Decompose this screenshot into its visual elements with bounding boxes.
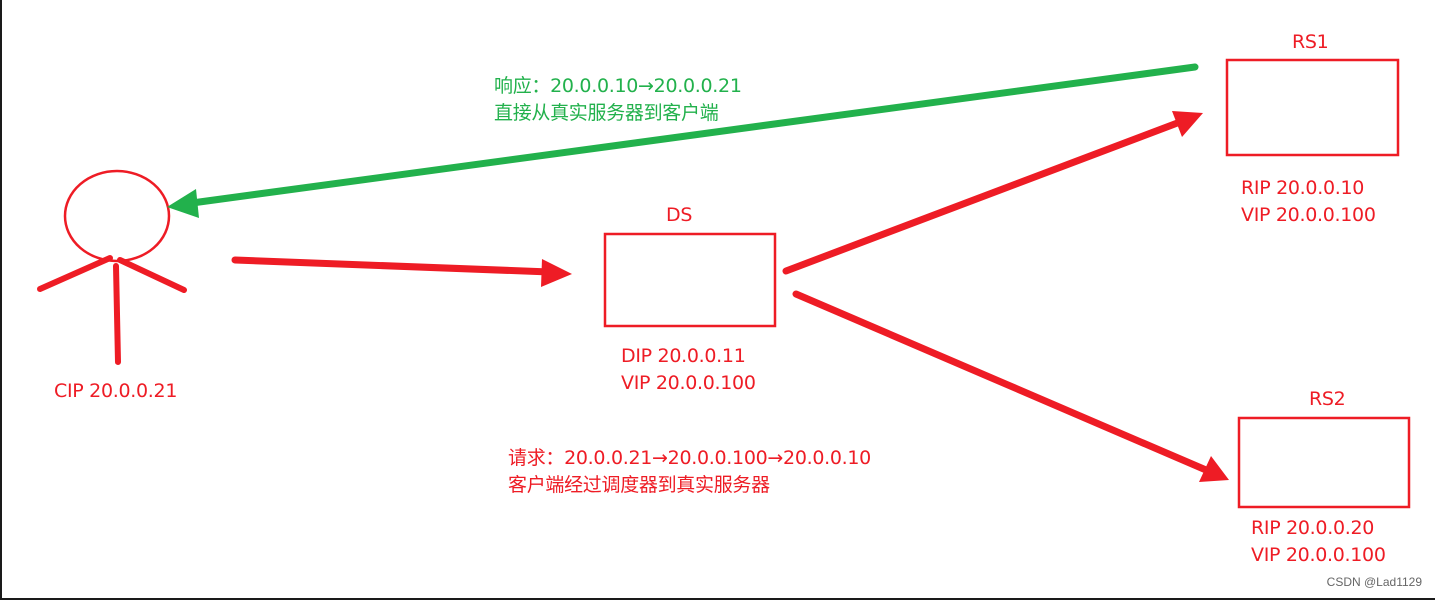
real-server-1-title: RS1 [1292, 31, 1329, 53]
real-server-1-box [1225, 58, 1400, 157]
request-arrow-client-to-ds [231, 256, 572, 287]
request-note-description: 客户端经过调度器到真实服务器 [508, 474, 770, 496]
real-server-2-box [1237, 416, 1411, 509]
response-arrow-rs1-to-client [167, 63, 1199, 218]
response-note-description: 直接从真实服务器到客户端 [494, 102, 719, 124]
real-server-2-rip: RIP 20.0.0.20 [1251, 517, 1375, 539]
real-server-2-ip-labels: RIP 20.0.0.20 VIP 20.0.0.100 [1251, 515, 1386, 569]
watermark: CSDN @Lad1129 [1326, 575, 1422, 589]
response-note: 响应：20.0.0.10→20.0.0.21 直接从真实服务器到客户端 [494, 73, 742, 127]
real-server-2-vip: VIP 20.0.0.100 [1251, 544, 1386, 566]
director-vip: VIP 20.0.0.100 [621, 372, 756, 394]
request-arrow-ds-to-rs1 [782, 111, 1203, 275]
real-server-1-vip: VIP 20.0.0.100 [1241, 204, 1376, 226]
stick-figure-user-icon [37, 169, 187, 365]
director-ip-labels: DIP 20.0.0.11 VIP 20.0.0.100 [621, 343, 756, 397]
request-note-path: 请求：20.0.0.21→20.0.0.100→20.0.0.10 [508, 447, 871, 469]
real-server-2-title: RS2 [1309, 388, 1346, 410]
client-ip-label: CIP 20.0.0.21 [54, 380, 178, 402]
director-server-box [603, 232, 777, 328]
director-title: DS [666, 204, 693, 226]
real-server-1-ip-labels: RIP 20.0.0.10 VIP 20.0.0.100 [1241, 175, 1376, 229]
request-note: 请求：20.0.0.21→20.0.0.100→20.0.0.10 客户端经过调… [508, 445, 901, 499]
real-server-1-rip: RIP 20.0.0.10 [1241, 177, 1365, 199]
director-dip: DIP 20.0.0.11 [621, 345, 746, 367]
response-note-path: 响应：20.0.0.10→20.0.0.21 [494, 75, 742, 97]
request-arrow-ds-to-rs2 [792, 290, 1229, 482]
